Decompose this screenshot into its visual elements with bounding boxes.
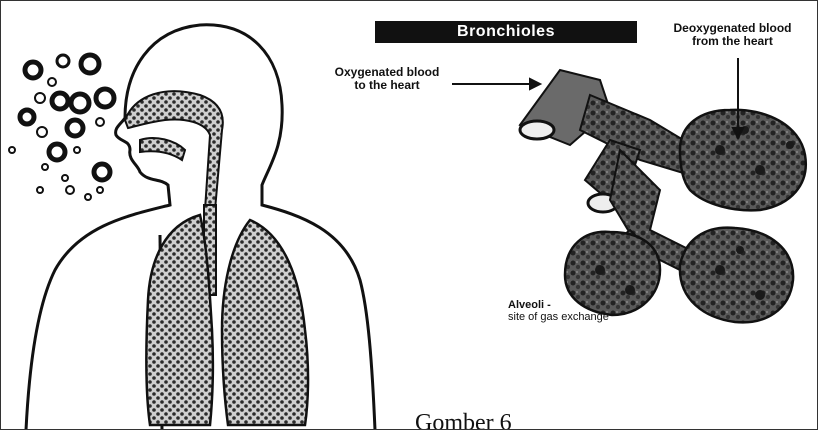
alveoli-label-line1: Alveoli -	[508, 300, 609, 312]
deoxygenated-label: Deoxygenated blood from the heart	[650, 22, 815, 47]
oxygenated-label: Oxygenated blood to the heart	[322, 66, 452, 91]
oxygenated-label-line2: to the heart	[322, 79, 452, 92]
page-caption: Gomber 6	[415, 410, 512, 437]
left-lung	[146, 215, 212, 425]
diagram-title: Bronchioles	[375, 21, 637, 43]
oxygenated-label-line1: Oxygenated blood	[322, 66, 452, 79]
oxygenated-arrow	[452, 79, 540, 89]
alveoli-label: Alveoli - site of gas exchange	[508, 300, 609, 323]
air-particles	[9, 55, 114, 200]
deoxygenated-label-line2: from the heart	[650, 35, 815, 48]
title-bar: Bronchioles	[375, 21, 637, 43]
bronchiole-tree	[520, 70, 806, 322]
right-lung	[222, 220, 308, 425]
deoxygenated-label-line1: Deoxygenated blood	[650, 22, 815, 35]
alveoli-label-line2: site of gas exchange	[508, 312, 609, 324]
